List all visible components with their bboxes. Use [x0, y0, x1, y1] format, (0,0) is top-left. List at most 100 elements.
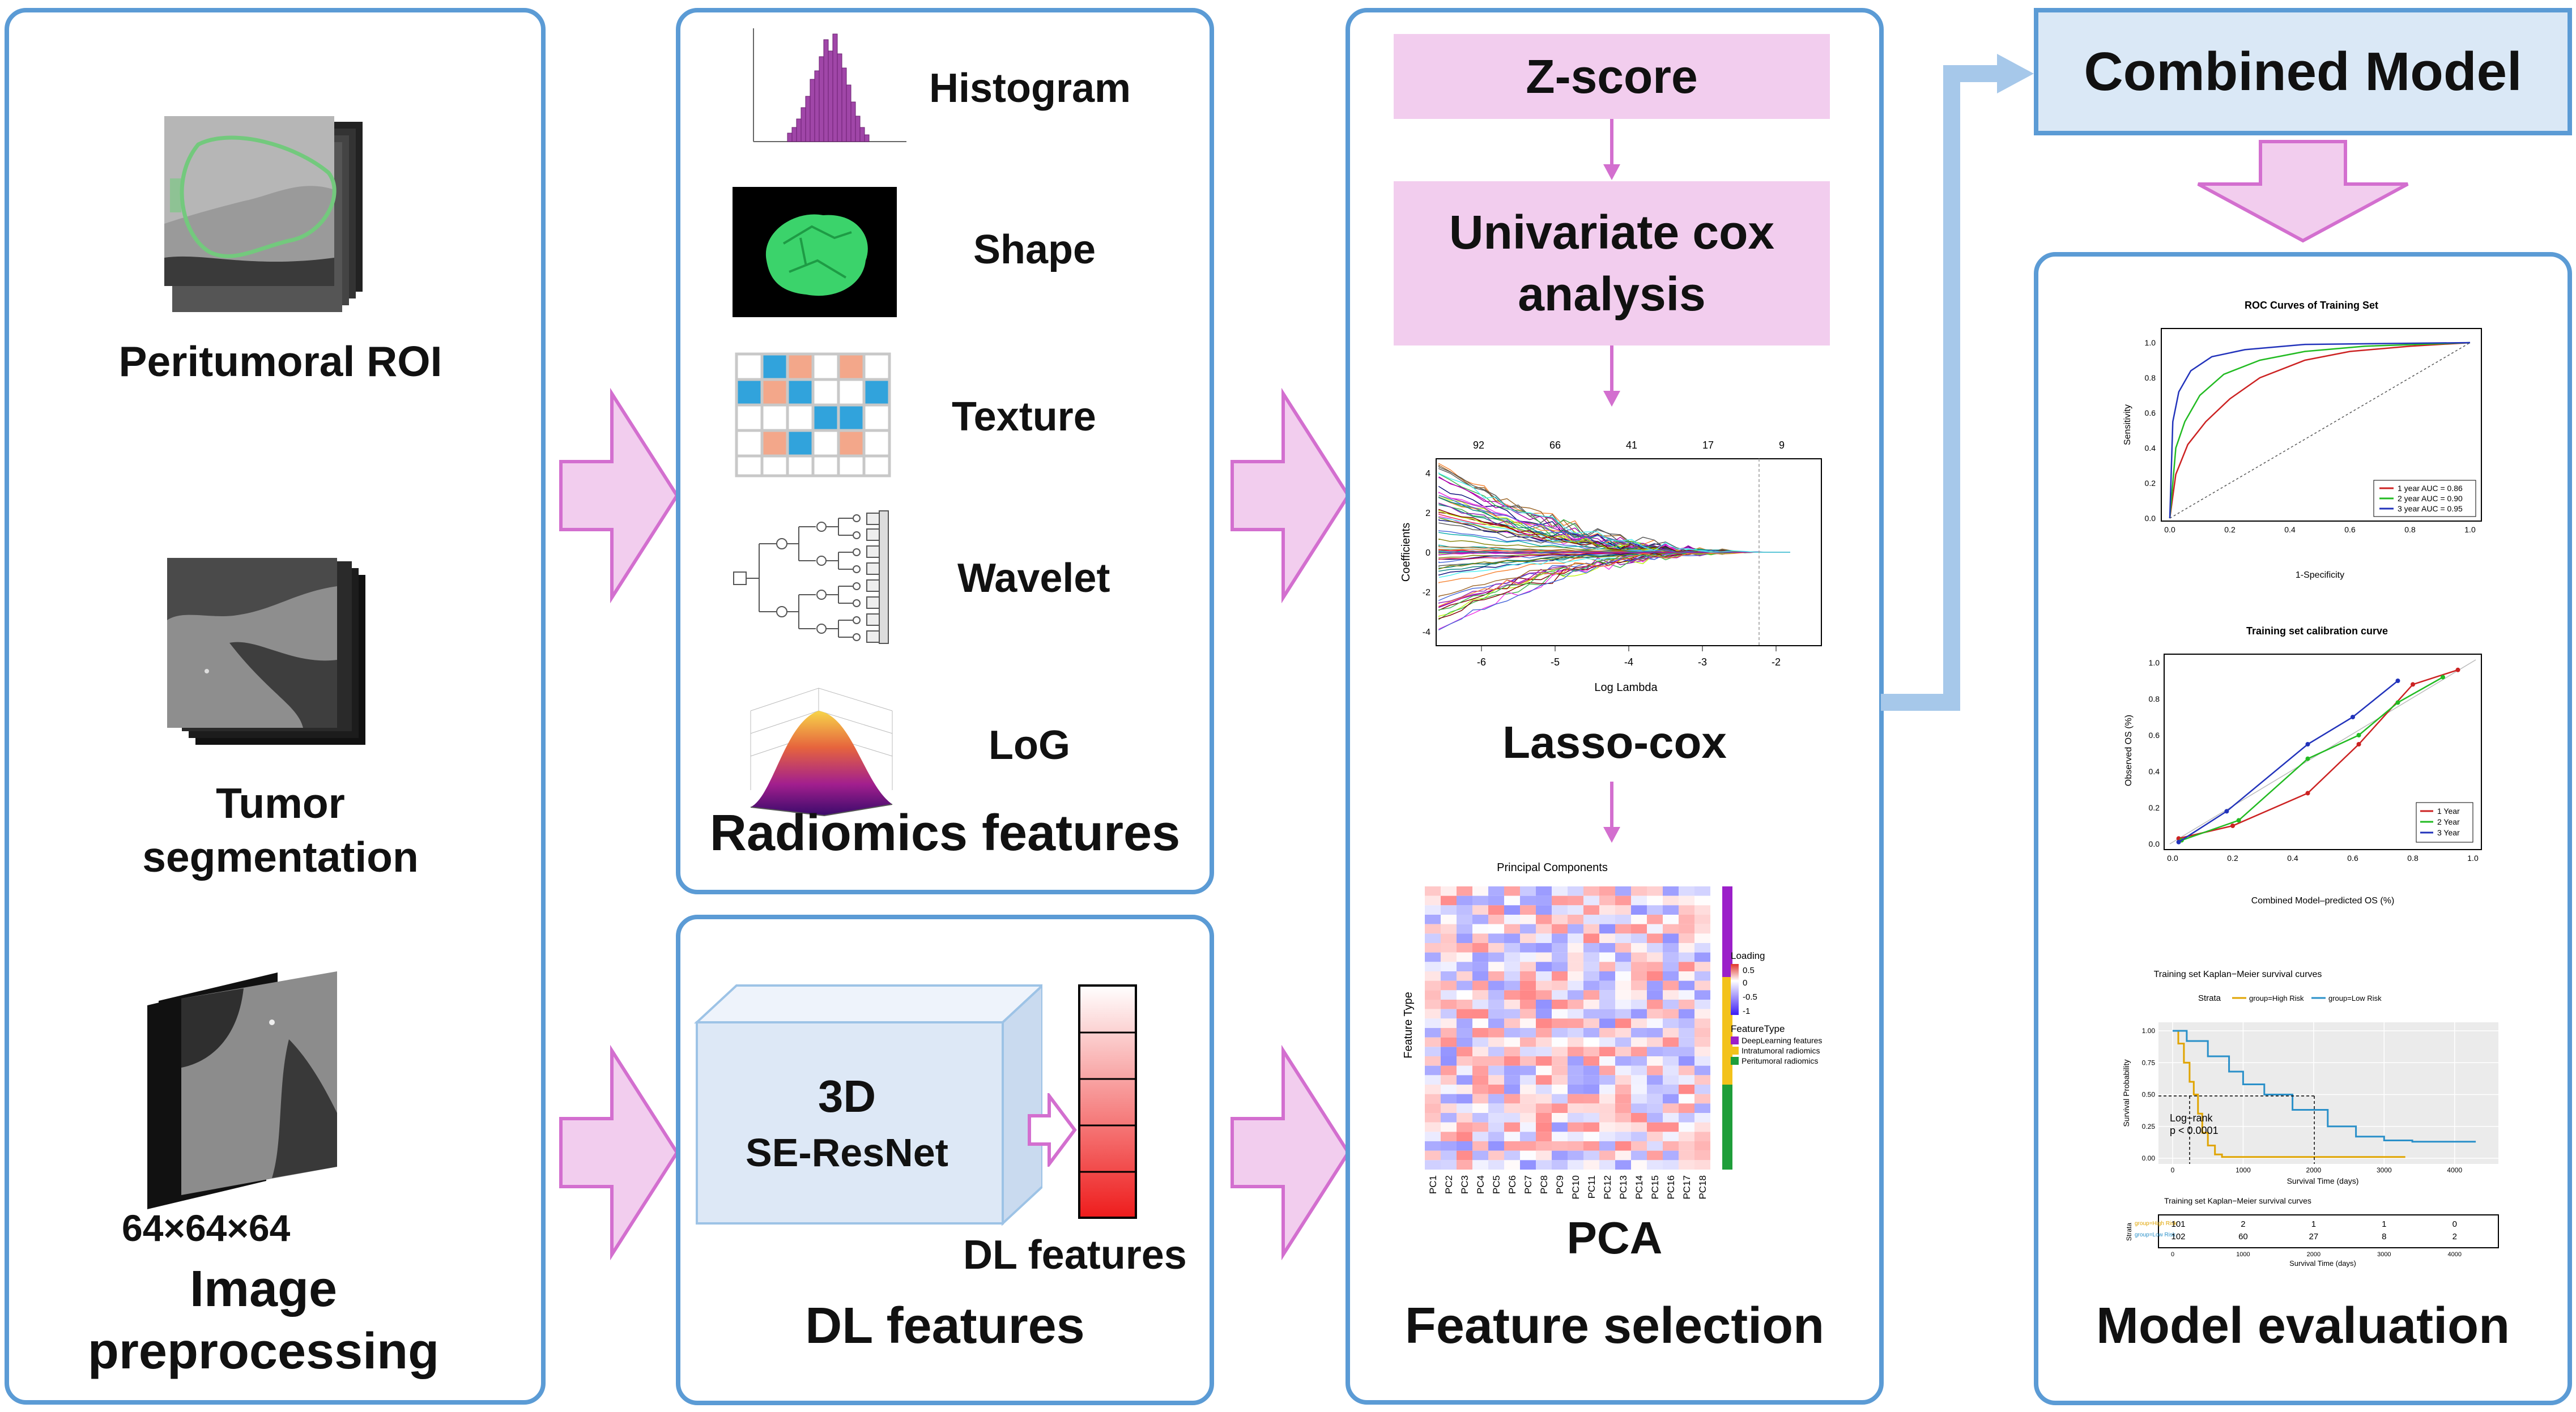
pca-cell: [1615, 1113, 1631, 1123]
pca-cell: [1488, 971, 1504, 981]
pca-cell: [1679, 933, 1694, 943]
pca-cell: [1472, 1122, 1488, 1132]
arrow-radiomics-to-selection: [1230, 388, 1351, 603]
pca-cell: [1599, 1047, 1615, 1056]
km-y-tick: 0.00: [2142, 1154, 2156, 1162]
pca-column-label: PC11: [1586, 1175, 1597, 1198]
pca-cell: [1663, 915, 1679, 924]
pca-cell: [1568, 971, 1583, 981]
pca-cell: [1441, 1160, 1457, 1170]
se-resnet-block: [693, 984, 1042, 1226]
pca-cell: [1504, 943, 1520, 953]
pca-cell: [1663, 905, 1679, 915]
pca-cell: [1425, 895, 1441, 906]
pca-cell: [1441, 1075, 1457, 1085]
connector-to-combined-model: [1881, 54, 2034, 711]
pca-cell: [1488, 886, 1504, 896]
calibration-chart: Training set calibration curve 0.00.00.2…: [2124, 625, 2482, 906]
pca-cell: [1488, 1141, 1504, 1151]
pca-cell: [1599, 952, 1615, 962]
pca-cell: [1647, 905, 1663, 915]
pca-cell: [1472, 1113, 1488, 1123]
pca-cell: [1425, 915, 1441, 924]
pca-cell: [1441, 895, 1457, 906]
pca-cell: [1615, 1037, 1631, 1047]
preprocessing-title-line1: Image: [189, 1261, 338, 1317]
pca-cell: [1504, 1028, 1520, 1038]
pca-cell: [1615, 1056, 1631, 1066]
km-group-low: group=Low Risk: [2328, 994, 2382, 1003]
arrow-lasso-to-pca: [1603, 782, 1620, 843]
pca-cell: [1536, 1056, 1552, 1066]
pca-cell: [1425, 1150, 1441, 1161]
pca-cell: [1663, 1037, 1679, 1047]
pca-cell: [1568, 933, 1583, 943]
lasso-top-tick: 9: [1779, 440, 1785, 451]
lasso-coefficient-path: [1438, 552, 1790, 620]
pca-cell: [1599, 924, 1615, 934]
pca-cell: [1568, 905, 1583, 915]
pca-cell: [1663, 1056, 1679, 1066]
pca-column-label: PC9: [1555, 1175, 1565, 1194]
pca-cell: [1536, 905, 1552, 915]
radiomics-item-wavelet: Wavelet: [957, 556, 1110, 601]
lasso-ylabel: Coefficients: [1400, 523, 1412, 582]
pca-cell: [1536, 1028, 1552, 1038]
pca-cell: [1441, 1085, 1457, 1094]
cal-legend-1: 1 Year: [2437, 807, 2460, 816]
pca-cell: [1599, 886, 1615, 896]
pca-cell: [1599, 1018, 1615, 1028]
pca-cell: [1694, 1075, 1710, 1085]
lasso-y-tick: 2: [1425, 509, 1430, 518]
pca-cell: [1520, 962, 1536, 971]
pca-cell: [1615, 933, 1631, 943]
pca-cell: [1583, 952, 1599, 962]
pca-cell: [1568, 1113, 1583, 1123]
pca-cell: [1663, 1018, 1679, 1028]
pca-cell: [1441, 1094, 1457, 1104]
pca-cell: [1425, 905, 1441, 915]
pca-cell: [1552, 1113, 1568, 1123]
pca-column-label: PC6: [1507, 1175, 1518, 1194]
pca-cell: [1583, 962, 1599, 971]
pca-cell: [1631, 1075, 1647, 1085]
roc-curve: [2169, 342, 2471, 519]
pca-cell: [1520, 1075, 1536, 1085]
pca-cell: [1504, 886, 1520, 896]
pca-cell: [1679, 1075, 1694, 1085]
pca-cell: [1520, 952, 1536, 962]
pca-cell: [1520, 1103, 1536, 1113]
pca-cell: [1425, 943, 1441, 953]
pca-cell: [1425, 1132, 1441, 1141]
pca-cell: [1583, 1094, 1599, 1104]
pca-cell: [1615, 915, 1631, 924]
pca-cell: [1663, 1122, 1679, 1132]
roc-y-tick: 1.0: [2145, 338, 2156, 347]
pca-cell: [1425, 1018, 1441, 1028]
pca-cell: [1488, 905, 1504, 915]
pca-cell: [1520, 1113, 1536, 1123]
pca-cell: [1520, 1094, 1536, 1104]
pca-cell: [1504, 1085, 1520, 1094]
pca-cell: [1536, 952, 1552, 962]
lasso-y-tick: -4: [1423, 628, 1430, 637]
pca-cell: [1441, 905, 1457, 915]
pca-cell: [1663, 1065, 1679, 1076]
pca-cell: [1425, 1122, 1441, 1132]
pca-cell: [1504, 1000, 1520, 1009]
km-table-x-tick: 3000: [2377, 1251, 2391, 1258]
pca-cell: [1472, 952, 1488, 962]
pca-cell: [1631, 1103, 1647, 1113]
pca-cell: [1615, 924, 1631, 934]
pca-cell: [1647, 1047, 1663, 1056]
arrow-dl-to-selection: [1230, 1045, 1351, 1260]
pca-cell: [1679, 1094, 1694, 1104]
pca-cell: [1599, 933, 1615, 943]
pca-cell: [1615, 971, 1631, 981]
lasso-top-tick: 17: [1702, 440, 1714, 451]
pca-cell: [1583, 971, 1599, 981]
lasso-coefficient-path: [1438, 472, 1790, 553]
pca-cell: [1552, 1018, 1568, 1028]
preprocessed-volume-image: [147, 971, 337, 1209]
